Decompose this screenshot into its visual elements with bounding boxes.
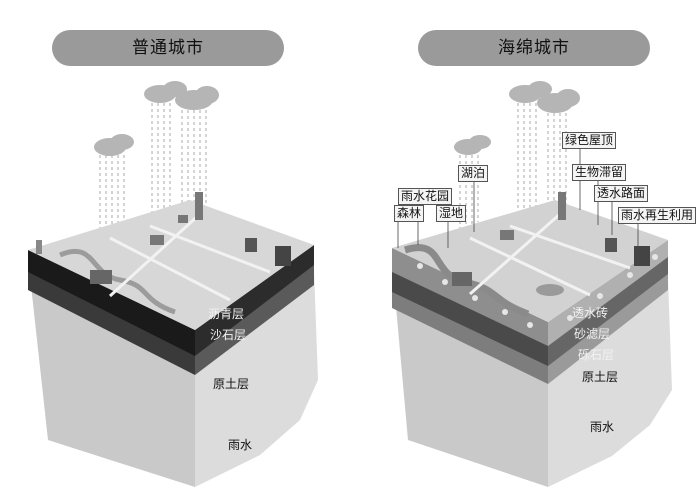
wetland-label: 湿地 bbox=[436, 205, 466, 222]
asphalt-layer-label: 沥青层 bbox=[208, 305, 244, 322]
rain-label: 雨水 bbox=[228, 436, 252, 453]
crushed-stone-label: 砾石层 bbox=[578, 346, 614, 363]
permeable-road-label: 透水路面 bbox=[594, 185, 648, 202]
rain-reuse-label: 雨水再生利用 bbox=[618, 207, 696, 224]
sponge-city-panel: 海绵城市 bbox=[350, 0, 699, 492]
bio-retention-label: 生物滞留 bbox=[572, 164, 626, 181]
permeable-brick-label: 透水砖 bbox=[572, 304, 608, 321]
green-roof-label: 绿色屋顶 bbox=[562, 132, 616, 149]
ordinary-city-panel: 普通城市 bbox=[0, 0, 349, 492]
rain-label: 雨水 bbox=[590, 418, 614, 435]
lake-label: 湖泊 bbox=[458, 165, 488, 182]
gravel-layer-label: 沙石层 bbox=[210, 326, 246, 343]
gravel-filter-label: 砂滤层 bbox=[574, 325, 610, 342]
rain-garden-label: 雨水花园 bbox=[398, 188, 452, 205]
ordinary-city-diagram bbox=[0, 0, 349, 492]
soil-layer-label: 原土层 bbox=[213, 375, 249, 392]
sponge-city-diagram bbox=[350, 0, 699, 492]
forest-label: 森林 bbox=[394, 205, 424, 222]
soil-layer-label: 原土层 bbox=[582, 368, 618, 385]
